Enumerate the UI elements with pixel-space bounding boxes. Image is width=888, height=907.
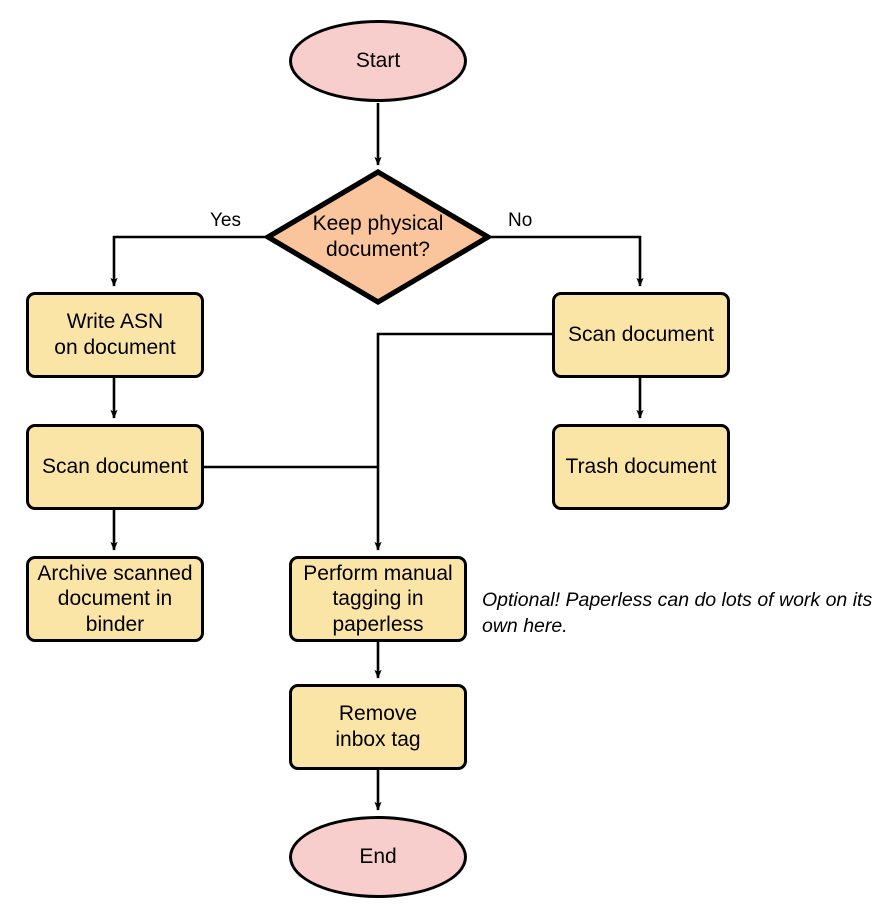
node-trash-document[interactable]: Trash document xyxy=(552,424,730,510)
node-trash-document-label: Trash document xyxy=(565,455,717,479)
node-scan-document-left-label: Scan document xyxy=(42,455,188,479)
node-end-label: End xyxy=(359,845,397,869)
node-decision-label: Keep physical document? xyxy=(312,212,444,261)
node-end[interactable]: End xyxy=(289,816,467,898)
node-archive-label: Archive scanned document in binder xyxy=(37,561,193,636)
node-perform-manual-tagging-label: Perform manual tagging in paperless xyxy=(303,561,453,636)
edge-label-yes: Yes xyxy=(210,210,241,231)
edge-scan-right-to-tagging xyxy=(374,332,552,551)
node-start[interactable]: Start xyxy=(289,20,467,102)
edge-label-no: No xyxy=(508,210,533,231)
node-remove-inbox-tag-label: Remove inbox tag xyxy=(335,702,421,751)
node-archive-scanned-document[interactable]: Archive scanned document in binder xyxy=(26,556,204,642)
node-decision-keep-physical-document[interactable]: Keep physical document? xyxy=(265,169,491,305)
annotation-optional-note: Optional! Paperless can do lots of work … xyxy=(482,589,873,638)
node-scan-document-right[interactable]: Scan document xyxy=(552,292,730,378)
node-start-label: Start xyxy=(355,49,401,73)
node-remove-inbox-tag[interactable]: Remove inbox tag xyxy=(289,684,467,770)
node-perform-manual-tagging[interactable]: Perform manual tagging in paperless xyxy=(289,556,467,642)
node-scan-document-left[interactable]: Scan document xyxy=(26,424,204,510)
node-write-asn-on-document[interactable]: Write ASN on document xyxy=(26,292,204,378)
node-scan-document-right-label: Scan document xyxy=(568,323,714,347)
edge-decision-yes-to-write-asn xyxy=(110,235,265,287)
edge-decision-no-to-scan-right xyxy=(491,235,644,287)
diamond-shape xyxy=(265,169,491,305)
node-write-asn-label: Write ASN on document xyxy=(54,310,176,359)
